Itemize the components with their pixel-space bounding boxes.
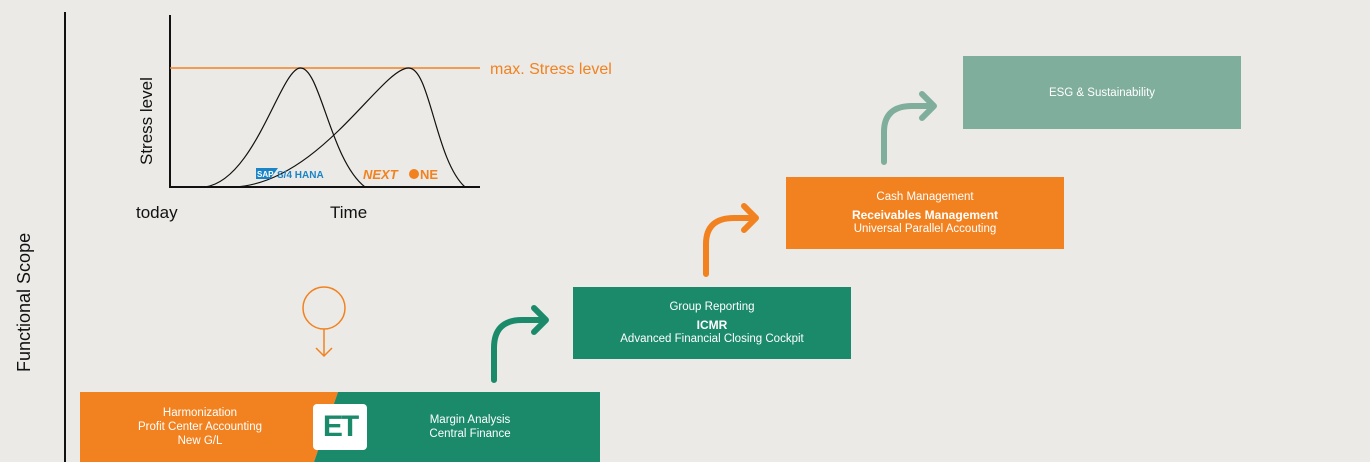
step3-line1: Cash Management xyxy=(876,191,974,203)
step1-right-line1: Margin Analysis xyxy=(429,414,511,426)
stress-level-chart: Stress level Time today max. Stress leve… xyxy=(136,15,612,222)
et-logo-text: ET xyxy=(322,410,359,443)
step1-background xyxy=(80,392,600,462)
step3-box: Cash Management Receivables Management U… xyxy=(786,177,1064,249)
functional-scope-axis-line xyxy=(64,12,66,462)
sap-s4hana-logo: SAP S/4 HANA xyxy=(256,168,324,181)
step1-block: Harmonization Profit Center Accounting N… xyxy=(80,392,600,462)
chart-ylabel: Stress level xyxy=(137,77,156,165)
step1-left-line3: New G/L xyxy=(177,435,223,447)
stress-curve-1 xyxy=(204,67,366,188)
step2-box: Group Reporting ICMR Advanced Financial … xyxy=(573,287,851,359)
step1-right-line2: Central Finance xyxy=(429,428,511,440)
down-arrow-symbol xyxy=(302,286,346,358)
step3-bold: Receivables Management xyxy=(851,208,999,222)
step1-right-text: Margin Analysis Central Finance xyxy=(380,392,560,462)
stress-curve-2 xyxy=(234,67,466,188)
chart-xlabel: Time xyxy=(330,203,367,222)
sap-logo-text: S/4 HANA xyxy=(277,170,324,181)
et-logo: ET xyxy=(313,404,367,450)
max-stress-label: max. Stress level xyxy=(490,61,612,78)
nextone-logo-b: NE xyxy=(420,167,438,182)
nextone-logo-a: NEXT xyxy=(363,167,399,182)
sap-logo-prefix: SAP xyxy=(257,170,274,179)
step1-left-line2: Profit Center Accounting xyxy=(137,421,262,433)
nextone-logo: NEXT NE xyxy=(363,167,438,182)
step2-bold: ICMR xyxy=(696,318,728,332)
step1-left-text: Harmonization Profit Center Accounting N… xyxy=(80,392,320,462)
step-arrow-1 xyxy=(491,305,549,383)
step2-line1: Group Reporting xyxy=(669,301,755,313)
step-arrow-2 xyxy=(703,203,759,277)
chart-x-start-label: today xyxy=(136,203,178,222)
step4-line1: ESG & Sustainability xyxy=(1048,86,1156,99)
step3-line3: Universal Parallel Accouting xyxy=(853,223,997,235)
functional-scope-axis-label: Functional Scope xyxy=(14,232,34,372)
step1-left-line1: Harmonization xyxy=(162,407,238,419)
step2-line3: Advanced Financial Closing Cockpit xyxy=(620,333,804,345)
step4-box: ESG & Sustainability xyxy=(963,56,1241,129)
step-arrow-3 xyxy=(881,91,937,165)
